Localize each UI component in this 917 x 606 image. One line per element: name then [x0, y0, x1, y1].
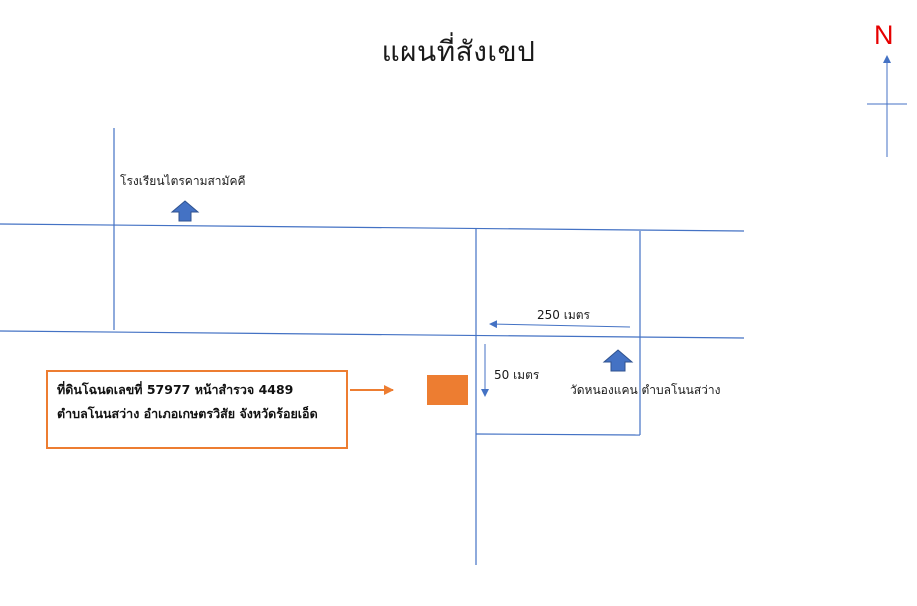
distance-arrow-horizontal [489, 320, 631, 329]
road-main-horizontal [0, 330, 745, 339]
road-bottom-connector [475, 433, 641, 436]
school-landmark-arrow-icon [170, 200, 200, 222]
deed-number-line: ที่ดินโฉนดเลขที่ 57977 หน้าสำรวจ 4489 [57, 382, 294, 397]
map-title: แผนที่สังเขป [381, 35, 536, 68]
temple-landmark-arrow-icon [602, 349, 634, 372]
land-deed-info-box: ที่ดินโฉนดเลขที่ 57977 หน้าสำรวจ 4489 ตำ… [46, 370, 348, 449]
deed-location-line: ตำบลโนนสว่าง อำเภอเกษตรวิสัย จังหวัดร้อย… [57, 406, 318, 421]
road-top-horizontal [0, 223, 745, 232]
compass-north-label: N [874, 20, 894, 50]
land-plot-marker [427, 375, 468, 405]
compass-arrow-icon [883, 55, 891, 63]
temple-label: วัดหนองแคน ตำบลโนนสว่าง [570, 383, 721, 397]
school-label: โรงเรียนไตรคามสามัคคี [120, 174, 246, 188]
distance-label-250m: 250 เมตร [537, 308, 590, 322]
distance-label-50m: 50 เมตร [494, 368, 540, 382]
